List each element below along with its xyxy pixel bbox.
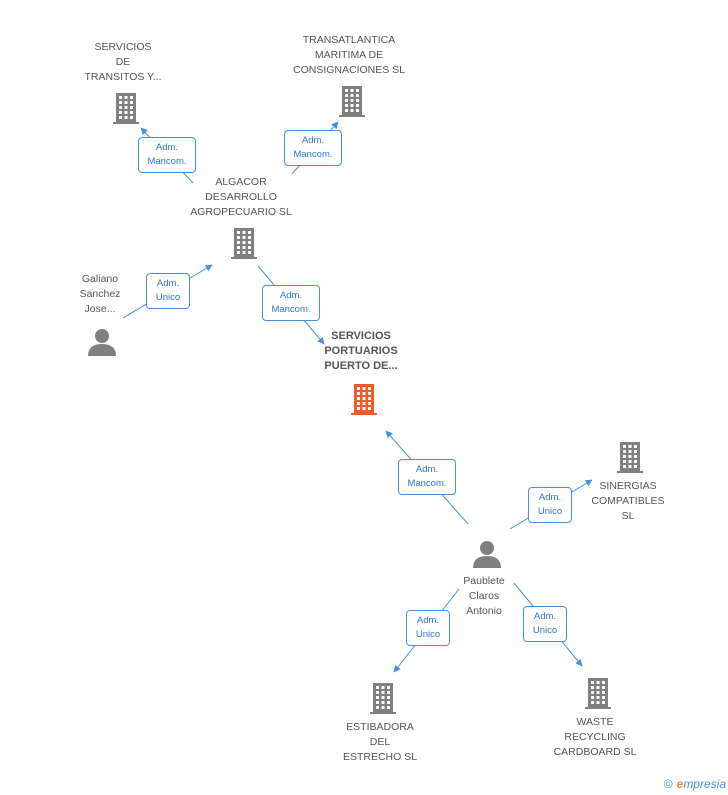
badge-line: Adm. [155, 142, 179, 153]
badge-line: Mancom. [147, 156, 187, 167]
edge-badge[interactable]: Adm. Mancom. [138, 137, 196, 173]
badge-line: Unico [415, 629, 441, 640]
badge-line: Mancom. [271, 304, 311, 315]
building-icon[interactable] [614, 440, 646, 479]
edge-badge[interactable]: Adm. Unico [146, 273, 190, 309]
badge-line: Adm. [279, 290, 303, 301]
label-line: DE [115, 56, 131, 68]
edge-badge[interactable]: Adm. Mancom. [262, 285, 320, 321]
label-line: Jose... [84, 303, 116, 315]
label-line: SERVICIOS [331, 330, 391, 342]
edge-badge[interactable]: Adm. Mancom. [398, 459, 456, 495]
label-line: COMPATIBLES [591, 495, 665, 507]
building-icon[interactable] [110, 91, 142, 130]
node-label-paublete[interactable]: Paublete Claros Antonio [419, 574, 549, 619]
node-label-galiano[interactable]: Galiano Sanchez Jose... [35, 272, 165, 317]
label-line: CONSIGNACIONES SL [292, 64, 406, 76]
label-line: SINERGIAS [599, 480, 657, 492]
edge-badge[interactable]: Adm. Unico [523, 606, 567, 642]
badge-line: Unico [155, 292, 181, 303]
badge-line: Unico [532, 625, 558, 636]
edge-badge[interactable]: Adm. Unico [406, 610, 450, 646]
building-icon[interactable] [336, 84, 368, 123]
label-line: AGROPECUARIO SL [190, 206, 292, 218]
person-icon[interactable] [472, 539, 502, 574]
badge-line: Mancom. [293, 149, 333, 160]
label-line: PUERTO DE... [324, 360, 398, 372]
label-line: Galiano [81, 273, 119, 285]
edge-badge[interactable]: Adm. Unico [528, 487, 572, 523]
label-line: ESTRECHO SL [342, 751, 418, 763]
building-icon[interactable] [228, 226, 260, 265]
label-line: PORTUARIOS [324, 345, 398, 357]
label-line: SL [621, 510, 635, 522]
label-line: RECYCLING [564, 731, 626, 743]
label-line: TRANSATLANTICA [302, 34, 396, 46]
badge-line: Adm. [301, 135, 325, 146]
footer-brand[interactable]: ©empresia [664, 777, 726, 791]
label-line: Antonio [466, 605, 502, 617]
node-label-estibadora[interactable]: ESTIBADORA DEL ESTRECHO SL [315, 720, 445, 765]
person-icon[interactable] [87, 327, 117, 362]
node-label-algacor[interactable]: ALGACOR DESARROLLO AGROPECUARIO SL [176, 175, 306, 220]
badge-line: Adm. [538, 492, 562, 503]
label-line: SERVICIOS [94, 41, 152, 53]
label-line: DEL [369, 736, 391, 748]
badge-line: Adm. [416, 615, 440, 626]
node-label-waste[interactable]: WASTE RECYCLING CARDBOARD SL [530, 715, 660, 760]
badge-line: Mancom. [407, 478, 447, 489]
building-icon-focus[interactable] [348, 382, 380, 421]
brand-initial: e [676, 777, 684, 791]
label-line: CARDBOARD SL [553, 746, 637, 758]
label-line: MARITIMA DE [314, 49, 384, 61]
building-icon[interactable] [582, 676, 614, 715]
badge-line: Unico [537, 506, 563, 517]
node-label-servicios-transitos[interactable]: SERVICIOS DE TRANSITOS Y... [58, 40, 188, 85]
node-label-sinergias[interactable]: SINERGIAS COMPATIBLES SL [563, 479, 693, 524]
label-line: DESARROLLO [205, 191, 277, 203]
badge-line: Adm. [156, 278, 180, 289]
copyright-icon: © [663, 777, 673, 791]
node-label-servicios-portuarios[interactable]: SERVICIOS PORTUARIOS PUERTO DE... [296, 329, 426, 374]
edge-badge[interactable]: Adm. Mancom. [284, 130, 342, 166]
label-line: Paublete [463, 575, 505, 587]
label-line: TRANSITOS Y... [84, 71, 162, 83]
label-line: WASTE [576, 716, 614, 728]
brand-name: mpresia [683, 777, 726, 791]
label-line: Sanchez [79, 288, 121, 300]
label-line: ESTIBADORA [346, 721, 414, 733]
badge-line: Adm. [533, 611, 557, 622]
label-line: ALGACOR [215, 176, 267, 188]
label-line: Claros [468, 590, 500, 602]
node-label-transatlantica[interactable]: TRANSATLANTICA MARITIMA DE CONSIGNACIONE… [284, 33, 414, 78]
building-icon[interactable] [367, 681, 399, 720]
badge-line: Adm. [415, 464, 439, 475]
